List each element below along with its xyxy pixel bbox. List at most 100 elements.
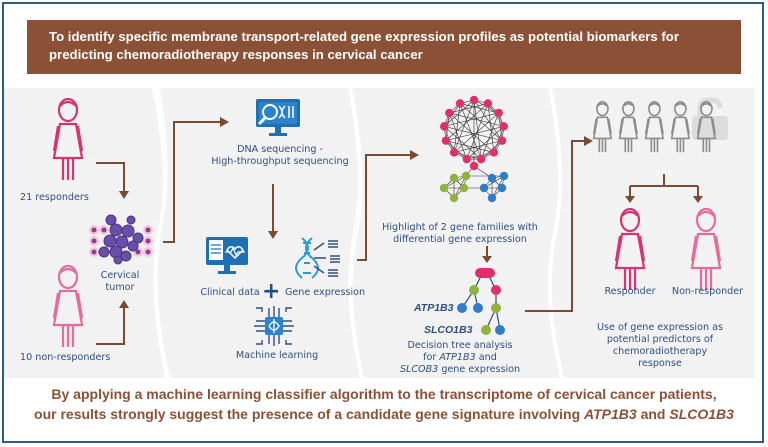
tumor-cancer-cells	[98, 214, 144, 265]
tree-node	[473, 303, 483, 313]
network-edge	[480, 112, 499, 160]
tumor-healthy-cells	[89, 225, 153, 257]
network-node-green	[461, 171, 471, 181]
objective-text: To identify specific membrane transport-…	[49, 29, 679, 62]
network-edge	[445, 140, 494, 153]
tree-gene-atp1b3: ATP1B3	[439, 352, 476, 363]
network-node-pink	[449, 148, 459, 157]
network-edge	[449, 112, 468, 160]
woman-icon-non-responder	[690, 207, 722, 290]
clinical-data-label: Clinical data	[200, 287, 260, 298]
dna-sequencing-label-line-2: High-throughput sequencing	[211, 156, 349, 167]
patient-group-icon	[592, 101, 717, 153]
machine-learning-label: Machine learning	[235, 350, 319, 361]
arrow-tumor-to-sequencing	[163, 121, 222, 243]
network-edge	[454, 140, 503, 153]
network-node-pink	[489, 148, 499, 157]
network-node-pink	[441, 136, 451, 145]
network-node-green	[459, 183, 469, 193]
arrow-nonresponders-to-tumor	[96, 306, 125, 345]
non-responder-label: Non-responder	[671, 286, 744, 297]
network-node-green	[449, 193, 459, 203]
network-node-pink	[476, 154, 486, 164]
predictor-label-line-1: Use of gene expression as	[597, 322, 723, 333]
network-label-line-2: differential gene expression	[393, 234, 527, 245]
plus-sign: +	[262, 279, 281, 304]
network-node-blue	[497, 183, 507, 193]
tree-node	[481, 325, 491, 335]
network-node-green	[439, 183, 449, 193]
network-node-pink	[440, 122, 449, 131]
network-edge	[473, 99, 503, 141]
tree-label-line-1: Decision tree analysis	[407, 340, 513, 351]
tree-label-line-2: for ATP1B3 and	[423, 352, 497, 363]
panel-4-bg	[551, 88, 755, 378]
network-node-pink	[469, 95, 479, 105]
dna-sequencing-monitor-icon	[256, 99, 300, 136]
conclusion: By applying a machine learning classifie…	[0, 384, 768, 424]
network-node-pink	[445, 108, 454, 118]
network-edge	[466, 126, 504, 160]
tree-node	[491, 303, 501, 313]
network-node-pink	[455, 99, 465, 108]
woman-icon-responders	[52, 97, 84, 180]
predictor-label-line-2: potential predictors of	[606, 334, 714, 345]
dna-sequencing-label-line-1: DNA sequencing -	[237, 144, 323, 155]
network-edge	[444, 126, 503, 141]
responder-label: Responder	[604, 286, 656, 297]
gene-expression-dna-icon	[295, 237, 340, 279]
network-node-blue	[479, 183, 489, 193]
cervical-tumor-icon	[89, 214, 153, 265]
woman-icon-non-responders	[52, 264, 84, 347]
woman-icon-neutral	[592, 101, 613, 153]
conclusion-line-1: By applying a machine learning classifie…	[51, 386, 717, 402]
tree-gene-slcob3: SLCOB3	[399, 364, 439, 375]
tree-node	[495, 325, 505, 335]
woman-icon-neutral	[696, 101, 717, 153]
flow-arrows	[96, 117, 593, 345]
tumor-label-line-2: tumor	[105, 282, 135, 293]
network-node-blue	[487, 193, 497, 203]
woman-icon-neutral	[618, 101, 639, 153]
responders-label: 21 responders	[20, 192, 89, 203]
panel-2-bg	[157, 88, 360, 378]
tree-node	[457, 303, 467, 313]
woman-icon-responder	[614, 207, 646, 290]
network-node-pink	[497, 136, 507, 145]
tree-root-node	[475, 268, 495, 278]
network-node-pink	[494, 108, 503, 118]
network-edge	[449, 112, 495, 153]
arrow-data-to-network	[357, 154, 412, 261]
gene-label-slco1b3: SLCO1B3	[424, 324, 473, 336]
network-edge	[459, 103, 482, 160]
arrow-responders-to-tumor	[96, 162, 125, 193]
panel-3-bg	[352, 88, 560, 378]
network-edge	[487, 103, 495, 153]
network-label-line-1: Highlight of 2 gene families with	[382, 222, 538, 233]
machine-learning-chip-icon	[254, 306, 294, 346]
predictor-label-line-4: response	[638, 358, 682, 369]
network-edge	[453, 103, 461, 153]
arrow-tree-to-prediction	[525, 140, 586, 312]
gene-label-atp1b3: ATP1B3	[414, 302, 454, 314]
network-node-green	[449, 173, 459, 183]
woman-icon-neutral	[644, 101, 665, 153]
network-node-pink	[499, 122, 508, 131]
decision-tree-icon	[457, 268, 505, 335]
tree-node	[469, 285, 479, 295]
network-edge	[449, 103, 489, 114]
tumor-label-line-1: Cervical	[100, 270, 140, 281]
workflow-panels: 21 responders 10 non-responders	[0, 88, 768, 378]
conclusion-gene-2: SLCO1B3	[669, 406, 734, 422]
network-node-blue	[487, 173, 497, 183]
conclusion-line-2: our results strongly suggest the presenc…	[34, 406, 734, 422]
gene-expression-label: Gene expression	[284, 287, 366, 298]
panel-backgrounds	[4, 88, 755, 378]
network-edge	[444, 126, 482, 160]
non-responders-label: 10 non-responders	[20, 352, 111, 363]
woman-icon-neutral	[670, 101, 691, 153]
network-edge	[459, 103, 499, 114]
network-node-pink	[462, 154, 472, 164]
predictor-label-line-3: chemoradiotherapy	[612, 346, 708, 357]
clinical-data-monitor-icon	[206, 237, 248, 274]
